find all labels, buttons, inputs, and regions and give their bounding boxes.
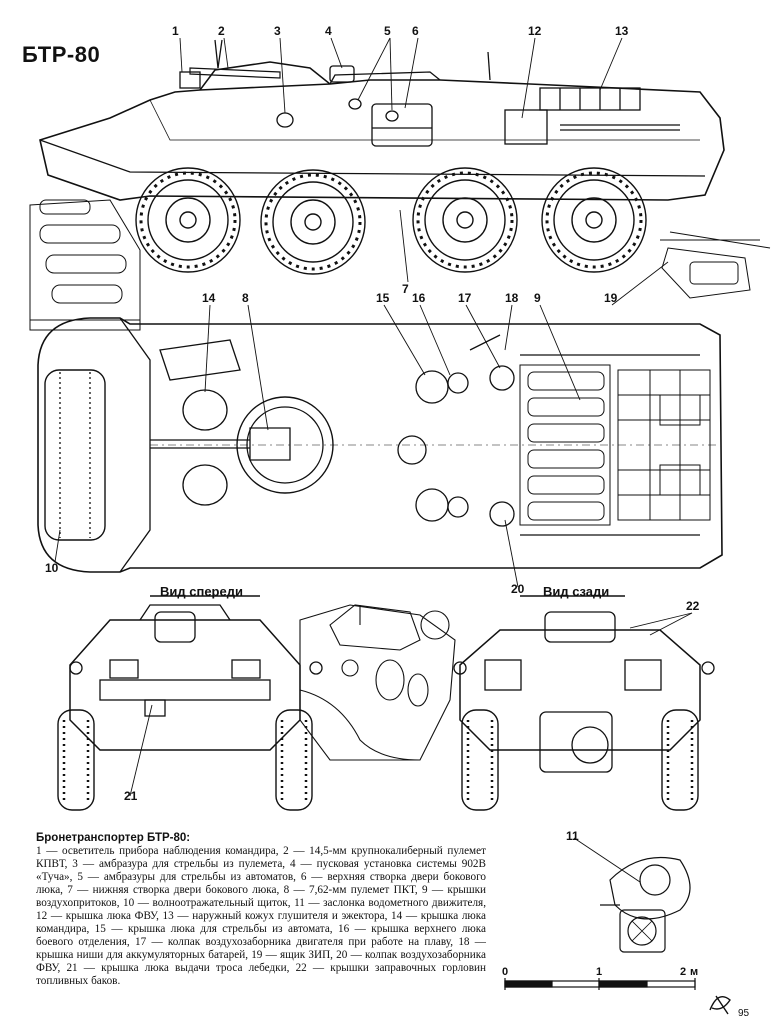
leader-lines [54,37,693,883]
callout-numbers: 1 2 3 4 5 6 7 8 9 10 11 12 13 14 15 16 1… [45,24,700,843]
callout-6: 6 [412,24,419,38]
front-hull [69,619,301,751]
turret-section [299,604,456,761]
callout-17: 17 [458,291,472,305]
front-view [57,595,323,811]
rear-view [453,595,715,811]
scale-tick-1: 1 [596,966,602,978]
legend-body: 1 — осветитель прибора наблюдения команд… [36,845,486,987]
callout-18: 18 [505,291,519,305]
callout-14: 14 [202,291,216,305]
waterjet-flap-detail [600,856,691,953]
callout-9: 9 [534,291,541,305]
callout-10: 10 [45,561,59,575]
callout-20: 20 [511,582,525,596]
side-wheels [135,167,647,275]
callout-7: 7 [402,282,409,296]
scale-tick-2: 2 [680,966,686,978]
scale-unit: м [690,966,698,978]
rear-hull [459,629,701,751]
callout-5: 5 [384,24,391,38]
side-gun [189,67,281,79]
callout-3: 3 [274,24,281,38]
top-view [37,317,723,573]
detail-inset [29,199,141,331]
callout-13: 13 [615,24,629,38]
callout-12: 12 [528,24,542,38]
scale-tick-0: 0 [502,966,508,978]
callout-2: 2 [218,24,225,38]
callout-4: 4 [325,24,332,38]
page-number: 95 [738,1008,750,1019]
side-turret [199,61,331,91]
legend-heading: Бронетранспортер БТР-80: [36,832,191,844]
callout-15: 15 [376,291,390,305]
callout-1: 1 [172,24,179,38]
callout-19: 19 [604,291,618,305]
front-view-label: Вид спереди [160,584,243,599]
callout-8: 8 [242,291,249,305]
page-title: БТР-80 [22,42,101,67]
side-view [39,39,725,275]
callout-16: 16 [412,291,426,305]
signature-icon [709,995,731,1015]
callout-22: 22 [686,599,700,613]
detail-zip-box [660,231,771,299]
legend-caption: Бронетранспортер БТР-80: 1 — осветитель … [36,832,486,988]
scale-bar: 0 1 2 м [502,966,698,990]
callout-11: 11 [566,829,579,843]
rear-view-label: Вид сзади [543,584,610,599]
top-hull [37,317,723,573]
callout-21: 21 [124,789,138,803]
